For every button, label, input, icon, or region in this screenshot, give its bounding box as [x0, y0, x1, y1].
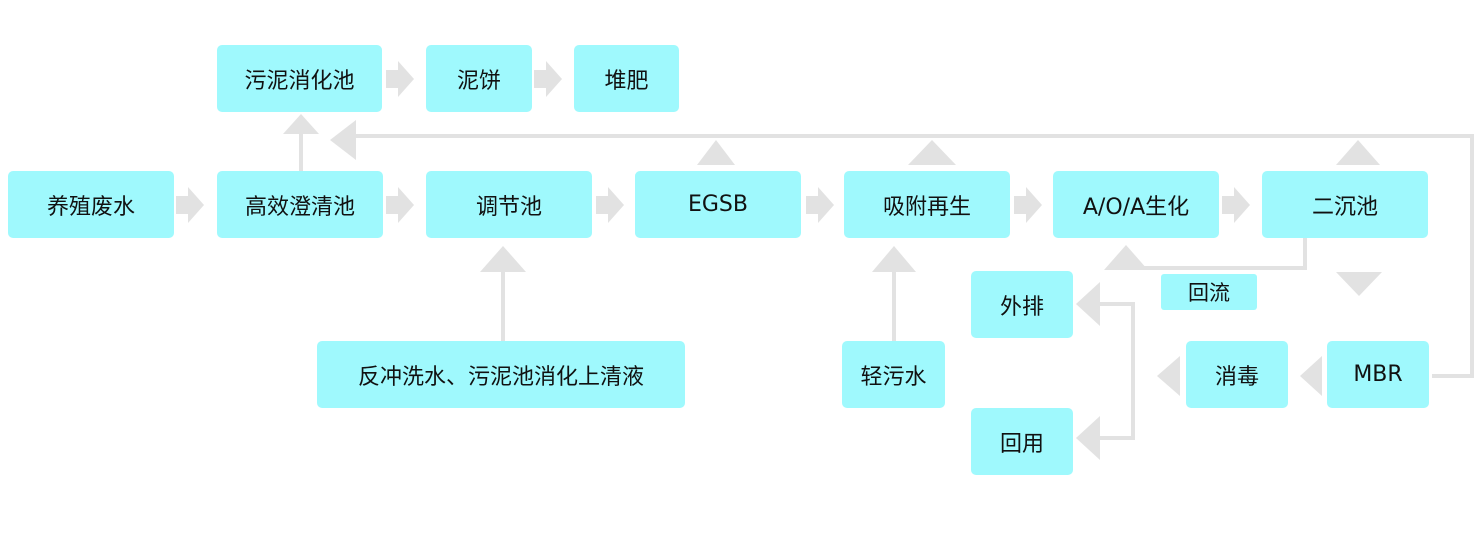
arrow-recycle-left	[330, 120, 356, 160]
arrow-huiliu-up	[1104, 245, 1148, 270]
node-xiaodu: 消毒	[1186, 341, 1288, 408]
arrow-nibing-to-duifei	[534, 61, 562, 97]
arrow-qingwushui-up	[872, 246, 916, 272]
node-xifu: 吸附再生	[844, 171, 1010, 238]
node-qingwushui: 轻污水	[842, 341, 945, 408]
arrow-xiaodu-left	[1157, 356, 1180, 396]
node-wushui-xiaohua: 污泥消化池	[217, 45, 382, 112]
line-huiliu	[1126, 238, 1307, 270]
arrow-xifu-up	[908, 140, 956, 165]
arrow-to-huiyong	[1076, 416, 1100, 460]
node-duifei: 堆肥	[574, 45, 679, 112]
node-yangzhi: 养殖废水	[8, 171, 174, 238]
node-tiaojie: 调节池	[426, 171, 592, 238]
arrow-to-waipai	[1076, 282, 1100, 326]
node-gaoxiao: 高效澄清池	[217, 171, 383, 238]
node-erchen: 二沉池	[1262, 171, 1428, 238]
arrow-aoa-to-erchen	[1222, 187, 1250, 223]
node-nibing: 泥饼	[426, 45, 532, 112]
arrow-gaoxiao-up	[283, 114, 319, 134]
node-egsb: EGSB	[635, 171, 801, 238]
node-huiliu: 回流	[1161, 274, 1257, 310]
arrow-tiaojie-to-egsb	[596, 187, 624, 223]
node-mbr: MBR	[1327, 341, 1429, 408]
arrow-erchen-up	[1336, 140, 1380, 165]
node-waipai: 外排	[971, 271, 1073, 338]
arrow-gaoxiao-to-tiaojie	[386, 187, 414, 223]
arrow-xiaohua-to-nibing	[386, 61, 414, 97]
line-outlet-split	[1096, 302, 1135, 440]
arrow-mbr-to-xiaodu	[1300, 356, 1322, 396]
arrow-fanchong-up	[480, 246, 526, 272]
node-fanchong: 反冲洗水、污泥池消化上清液	[317, 341, 685, 408]
arrow-egsb-to-xifu	[806, 187, 834, 223]
arrow-erchen-down	[1336, 272, 1382, 296]
node-aoa: A/O/A生化	[1053, 171, 1219, 238]
line-recycle	[352, 134, 1474, 378]
arrow-egsb-up	[697, 140, 735, 165]
arrow-yangzhi-to-gaoxiao	[176, 187, 204, 223]
node-huiyong: 回用	[971, 408, 1073, 475]
arrow-xifu-to-aoa	[1014, 187, 1042, 223]
